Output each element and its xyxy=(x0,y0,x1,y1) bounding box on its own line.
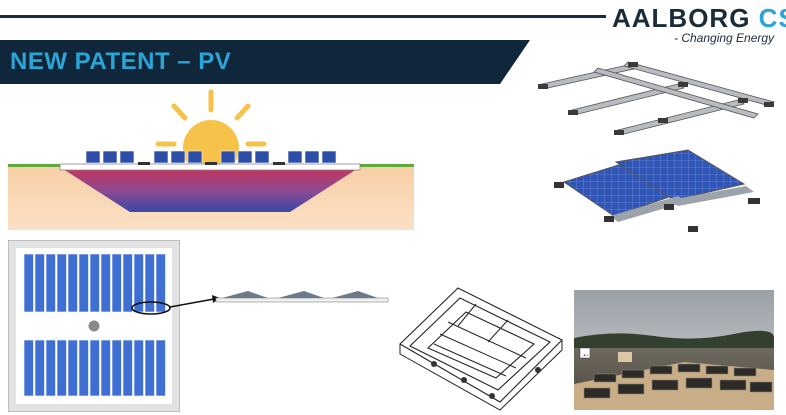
pv-panel-rows xyxy=(85,150,337,164)
logo-wordmark-accent: CSP xyxy=(758,3,786,33)
grass-right xyxy=(360,164,414,167)
logo-wordmark: AALBORG CSP xyxy=(612,3,786,33)
pv-panel xyxy=(133,339,144,397)
pv-panel xyxy=(144,253,155,313)
pv-panel xyxy=(56,253,67,313)
pv-panel xyxy=(89,253,100,313)
pv-panel xyxy=(34,253,45,313)
pv-panel xyxy=(122,253,133,313)
pv-panel xyxy=(100,339,111,397)
highlight-ellipse xyxy=(131,301,171,315)
pv-panel xyxy=(78,253,89,313)
reservoir-cross-section-diagram xyxy=(8,89,414,230)
pv-panel xyxy=(111,339,122,397)
pv-panel xyxy=(100,253,111,313)
grass-left xyxy=(8,164,60,167)
pv-panel xyxy=(23,339,34,397)
thermal-storage-pond xyxy=(60,167,360,212)
pv-panel xyxy=(67,253,78,313)
pv-panel xyxy=(89,339,100,397)
mounting-frame-drawing xyxy=(538,61,775,135)
center-outlet xyxy=(88,320,100,332)
pv-panel xyxy=(78,339,89,397)
pv-panel xyxy=(155,253,166,313)
pv-panel xyxy=(45,339,56,397)
pv-panel xyxy=(34,339,45,397)
material-stack xyxy=(618,352,632,362)
pv-panel xyxy=(23,253,34,313)
pv-panel xyxy=(122,339,133,397)
reservoir-top-view-diagram xyxy=(8,240,180,412)
pv-panel xyxy=(144,339,155,397)
pv-panel xyxy=(56,339,67,397)
panel-row-side-detail xyxy=(215,291,389,303)
sign-arrow: ← xyxy=(582,349,591,359)
logo-wordmark-main: AALBORG xyxy=(612,3,759,33)
title-banner: NEW PATENT – PV xyxy=(0,40,530,84)
mounted-panels-drawing xyxy=(554,149,760,232)
plastic-tray-drawing xyxy=(399,287,563,411)
tree-line xyxy=(574,330,774,350)
page-title: NEW PATENT – PV xyxy=(10,48,232,75)
title-banner-shape xyxy=(0,40,530,84)
tray-rows xyxy=(583,363,773,399)
header-rule xyxy=(0,15,606,18)
pv-panel xyxy=(155,339,166,397)
pv-panel xyxy=(111,253,122,313)
logo-tagline: - Changing Energy xyxy=(674,31,775,45)
installation-site-photo: ← xyxy=(574,290,774,410)
pv-panel xyxy=(45,253,56,313)
pv-array-top xyxy=(23,253,166,313)
sign-board xyxy=(579,347,591,359)
aalborg-csp-logo: AALBORG CSP - Changing Energy xyxy=(608,3,786,47)
pv-array-bottom xyxy=(23,339,166,397)
pv-panel xyxy=(67,339,78,397)
